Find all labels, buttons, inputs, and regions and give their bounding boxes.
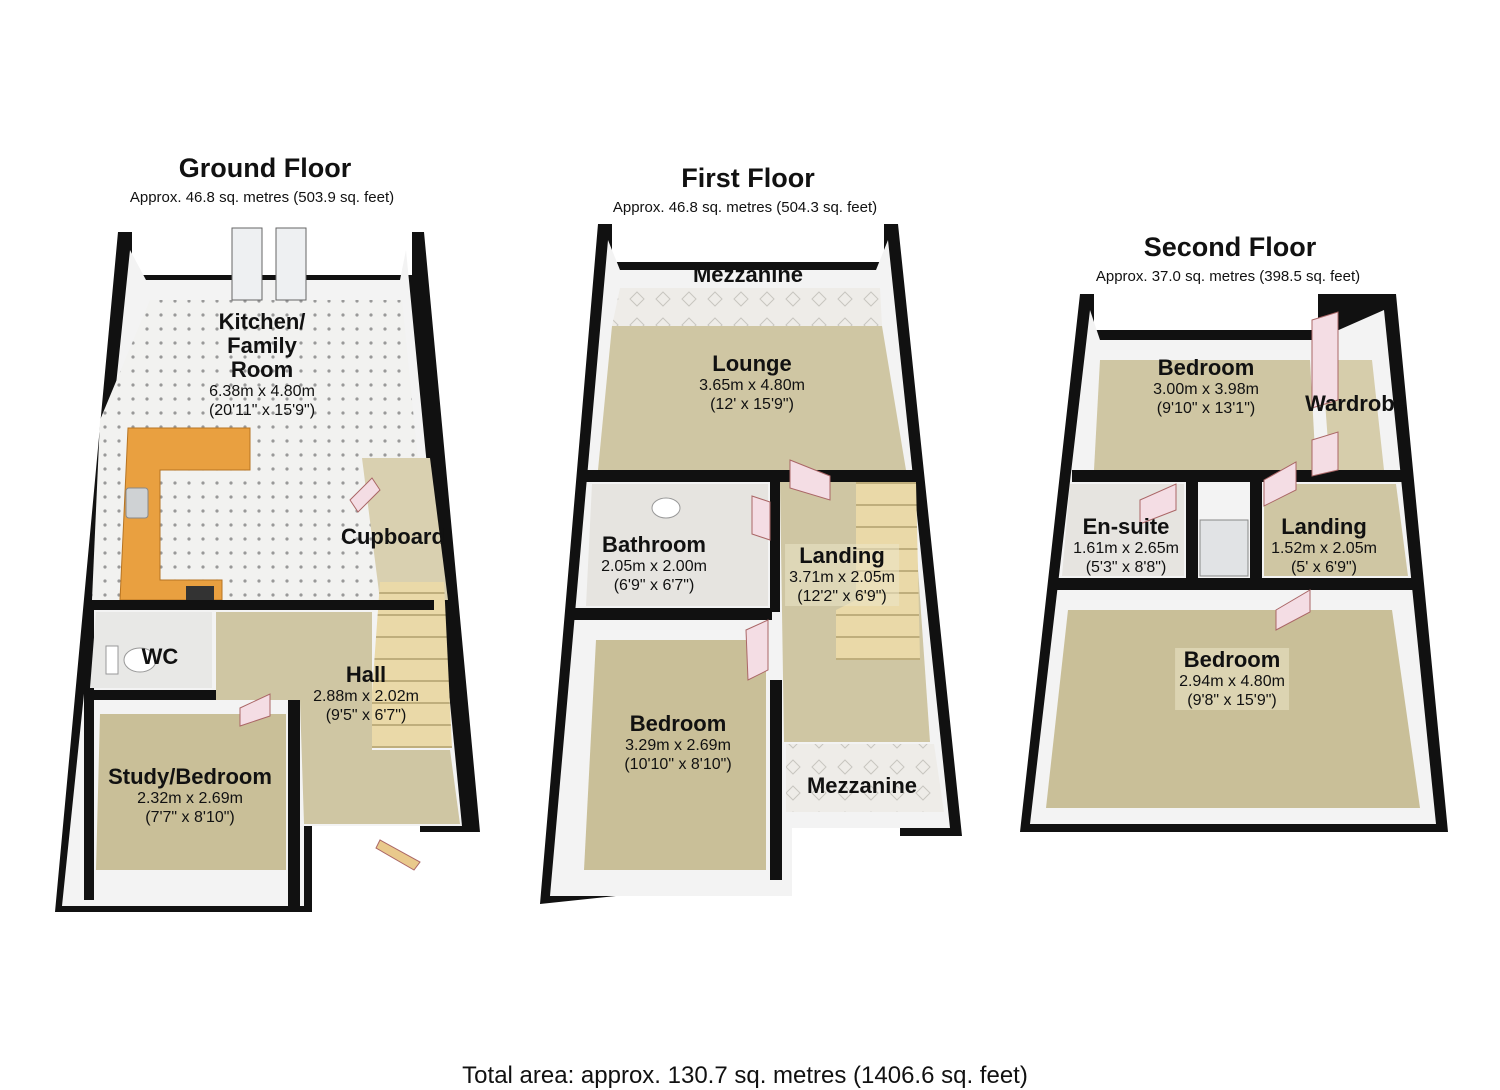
room-imperial: (7'7" x 8'10"): [145, 809, 235, 826]
kitchen-floor: [92, 300, 432, 600]
total-area: Total area: approx. 130.7 sq. metres (14…: [462, 1062, 1028, 1089]
first-floor-title: First Floor: [681, 163, 815, 193]
room-name: WC: [141, 644, 179, 669]
study-floor: [96, 714, 286, 870]
room-imperial: (5'3" x 8'8"): [1085, 559, 1167, 576]
ground-floor-title: Ground Floor: [178, 153, 352, 183]
second-floor-title: Second Floor: [1143, 232, 1317, 262]
room-name: Landing: [1281, 514, 1367, 539]
room-imperial: (9'10" x 13'1"): [1156, 400, 1256, 417]
room-dims: 2.05m x 2.00m: [601, 558, 707, 575]
room-name: Hall: [345, 662, 387, 687]
room-imperial: (9'5" x 6'7"): [325, 707, 407, 724]
room-name: Bedroom: [1183, 647, 1281, 672]
first-floor-mezzanine-bottom: [786, 744, 944, 812]
room-name: Wardrobe: [1305, 391, 1407, 416]
room-name: Study/Bedroom: [108, 764, 272, 789]
room-dims: 2.94m x 4.80m: [1179, 673, 1285, 690]
room-imperial: (12' x 15'9"): [710, 396, 794, 413]
hall-floor: [216, 612, 460, 824]
room-name: Kitchen/ Family Room: [218, 309, 306, 382]
room-name: Bathroom: [602, 532, 706, 557]
room-dims: 1.52m x 2.05m: [1271, 540, 1377, 557]
room-hall: Hall 2.88m x 2.02m (9'5" x 6'7"): [313, 663, 419, 725]
room-first-bedroom: Bedroom 3.29m x 2.69m (10'10" x 8'10"): [624, 712, 731, 774]
room-ensuite: En-suite 1.61m x 2.65m (5'3" x 8'8"): [1073, 515, 1179, 577]
room-wc: WC: [142, 645, 179, 669]
second-floor-area: Approx. 37.0 sq. metres (398.5 sq. feet): [1095, 268, 1361, 285]
room-name: Landing: [799, 543, 885, 568]
room-study-bedroom: Study/Bedroom 2.32m x 2.69m (7'7" x 8'10…: [108, 765, 272, 827]
room-dims: 3.29m x 2.69m: [625, 737, 731, 754]
room-name: Mezzanine: [692, 262, 804, 287]
first-bedroom-floor: [584, 640, 766, 870]
room-kitchen-family: Kitchen/ Family Room 6.38m x 4.80m (20'1…: [209, 310, 315, 420]
room-mezzanine-bottom: Mezzanine: [807, 774, 917, 798]
ground-floor-area: Approx. 46.8 sq. metres (503.9 sq. feet): [129, 189, 395, 206]
room-imperial: (9'8" x 15'9"): [1187, 692, 1277, 709]
room-bathroom: Bathroom 2.05m x 2.00m (6'9" x 6'7"): [601, 533, 707, 595]
room-second-landing: Landing 1.52m x 2.05m (5' x 6'9"): [1271, 515, 1377, 577]
first-floor-mezzanine-top: [612, 288, 882, 326]
bathroom-floor: [586, 484, 768, 606]
room-dims: 6.38m x 4.80m: [209, 383, 315, 400]
lounge-floor: [598, 326, 906, 470]
room-cupboard: Cupboard: [341, 525, 445, 549]
room-mezzanine-top: Mezzanine: [693, 263, 803, 287]
room-name: Cupboard: [341, 524, 445, 549]
first-floor-area: Approx. 46.8 sq. metres (504.3 sq. feet): [612, 199, 878, 216]
room-dims: 3.71m x 2.05m: [789, 569, 895, 586]
room-dims: 3.65m x 4.80m: [699, 377, 805, 394]
room-imperial: (10'10" x 8'10"): [624, 756, 732, 773]
room-name: Bedroom: [629, 711, 727, 736]
room-wardrobe: Wardrobe: [1305, 392, 1407, 416]
room-dims: 3.00m x 3.98m: [1153, 381, 1259, 398]
room-first-landing: Landing 3.71m x 2.05m (12'2" x 6'9"): [785, 544, 899, 606]
room-name: En-suite: [1082, 514, 1170, 539]
second-landing-floor: [1264, 484, 1408, 576]
room-second-top-bedroom: Bedroom 3.00m x 3.98m (9'10" x 13'1"): [1153, 356, 1259, 418]
room-imperial: (6'9" x 6'7"): [613, 577, 695, 594]
room-second-bottom-bedroom: Bedroom 2.94m x 4.80m (9'8" x 15'9"): [1175, 648, 1289, 710]
ground-floor-plan: [55, 227, 480, 912]
room-name: Lounge: [712, 351, 792, 376]
second-top-bedroom-floor: [1094, 360, 1316, 470]
ground-floor-stairs: [368, 582, 452, 748]
room-dims: 2.32m x 2.69m: [137, 790, 243, 807]
room-name: Bedroom: [1157, 355, 1255, 380]
room-imperial: (12'2" x 6'9"): [797, 588, 887, 605]
room-name: Mezzanine: [806, 773, 918, 798]
room-dims: 1.61m x 2.65m: [1073, 540, 1179, 557]
room-imperial: (5' x 6'9"): [1290, 559, 1358, 576]
room-dims: 2.88m x 2.02m: [313, 688, 419, 705]
room-lounge: Lounge 3.65m x 4.80m (12' x 15'9"): [699, 352, 805, 414]
room-imperial: (20'11" x 15'9"): [208, 402, 316, 419]
